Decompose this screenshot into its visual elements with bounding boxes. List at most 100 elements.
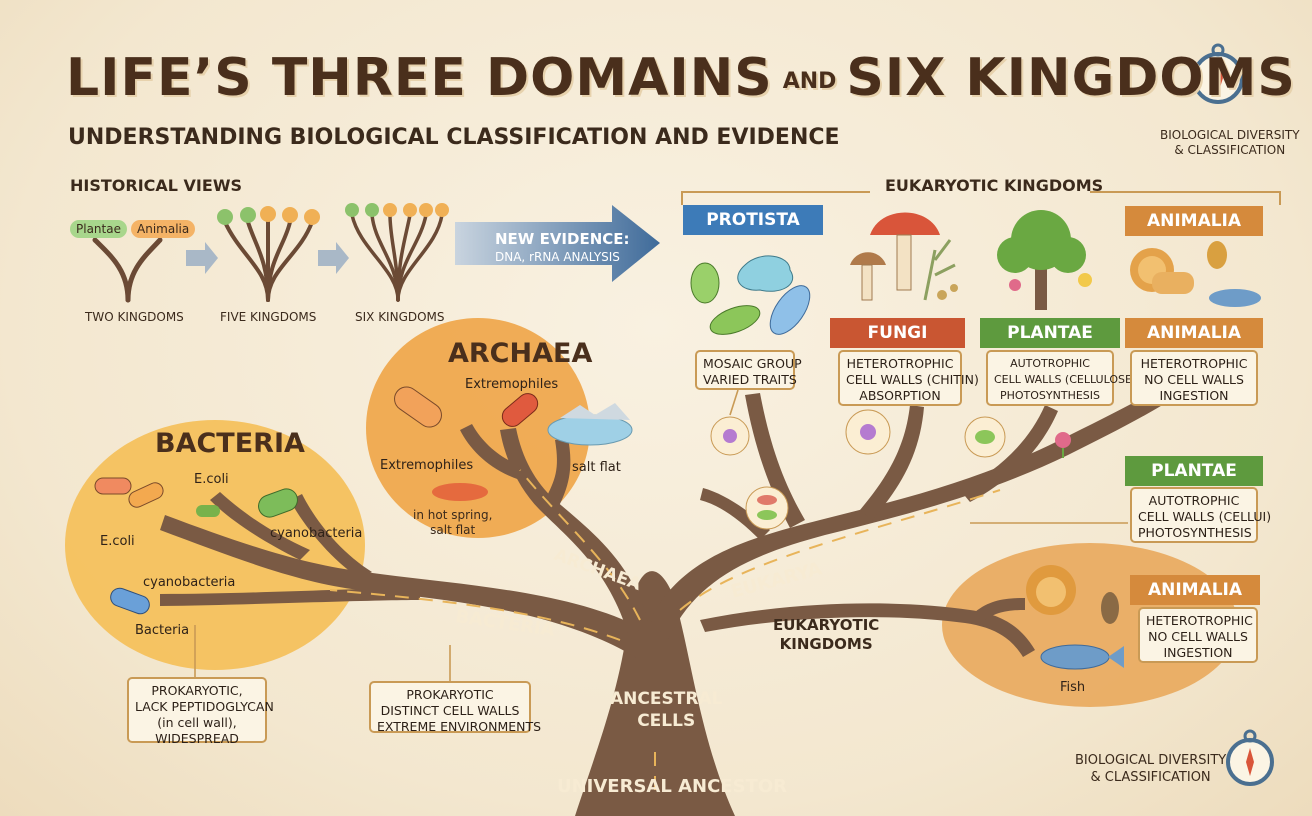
historical-heading: HISTORICAL VIEWS bbox=[70, 176, 242, 195]
ancestral-line2: CELLS bbox=[637, 711, 696, 731]
eukaryotic-line2: KINGDOMS bbox=[779, 635, 873, 653]
bacteria-title: BACTERIA bbox=[155, 428, 305, 459]
five-kingdoms-label: FIVE KINGDOMS bbox=[220, 310, 317, 324]
bacteria-trait-4: WIDESPREAD bbox=[155, 731, 239, 746]
archaea-microbes bbox=[394, 386, 633, 501]
plantae-banner: PLANTAE bbox=[980, 318, 1120, 348]
five-kingdoms-tree bbox=[223, 220, 314, 302]
compass-icon-bottom bbox=[1226, 729, 1274, 786]
ancestral-cells-label: ANCESTRAL CELLS bbox=[610, 688, 722, 732]
bacteria-label: Bacteria bbox=[135, 623, 190, 638]
protista-traits-box: MOSAIC GROUP VARIED TRAITS bbox=[695, 350, 802, 390]
plantae2-trait-3: PHOTOSYNTHESIS bbox=[1138, 525, 1252, 540]
animalia2-trait-1: HETEROTROPHIC bbox=[1146, 613, 1253, 628]
page-title: LIFE’S THREE DOMAINS AND SIX KINGDOMS bbox=[66, 48, 1296, 108]
badge-top-line2: & CLASSIFICATION bbox=[1174, 143, 1286, 157]
archaea-trait-3: EXTREME ENVIRONMENTS bbox=[377, 719, 542, 734]
tag-animalia: Animalia bbox=[131, 220, 196, 238]
fish-label: Fish bbox=[1060, 680, 1086, 695]
bacteria-traits-box: PROKARYOTIC, LACK PEPTIDOGLYCAN (in cell… bbox=[127, 677, 274, 746]
bacteria-cyano-left: cyanobacteria bbox=[143, 575, 236, 590]
new-evidence-arrow bbox=[455, 205, 660, 282]
hot-spring-line1: in hot spring, bbox=[413, 508, 493, 522]
bacteria-ecoli-left: E.coli bbox=[100, 534, 135, 549]
badge-bottom: BIOLOGICAL DIVERSITY & CLASSIFICATION bbox=[1075, 752, 1226, 786]
eukaryotic-line1: EUKARYOTIC bbox=[773, 616, 880, 634]
fungi-illustration bbox=[850, 212, 958, 301]
fungi-trait-1: HETEROTROPHIC bbox=[846, 356, 954, 371]
compass-icon bbox=[1192, 43, 1244, 104]
two-kingdoms-tree bbox=[92, 237, 163, 303]
two-kingdoms-label: TWO KINGDOMS bbox=[85, 310, 184, 324]
archaea-trait-2: DISTINCT CELL WALLS bbox=[380, 703, 520, 718]
title-part1: LIFE’S THREE DOMAINS bbox=[66, 48, 773, 108]
bacteria-trait-3: (in cell wall), bbox=[157, 715, 237, 730]
tag-plantae: Plantae bbox=[70, 220, 127, 238]
archaea-traits-box: PROKARYOTIC DISTINCT CELL WALLS EXTREME … bbox=[369, 681, 542, 734]
plantae-trait-2: CELL WALLS (CELLULOSE) bbox=[994, 373, 1137, 386]
eukaryotic-bracket bbox=[681, 191, 1281, 205]
animalia2-trait-3: INGESTION bbox=[1163, 645, 1233, 660]
animalia2-banner: ANIMALIA bbox=[1130, 575, 1260, 605]
plantae2-banner: PLANTAE bbox=[1125, 456, 1263, 486]
animal-illustration-top bbox=[1130, 241, 1261, 307]
archaea-salt-flat: salt flat bbox=[572, 460, 621, 475]
badge-bottom-line2: & CLASSIFICATION bbox=[1090, 770, 1211, 785]
bacteria-branch bbox=[160, 515, 645, 660]
bacteria-trait-1: PROKARYOTIC, bbox=[151, 683, 243, 698]
badge-bottom-line1: BIOLOGICAL DIVERSITY bbox=[1075, 753, 1227, 768]
plantae2-traits-box: AUTOTROPHIC CELL WALLS (CELLUI) PHOTOSYN… bbox=[1130, 487, 1272, 543]
history-arrow-1 bbox=[186, 242, 218, 274]
plantae-trait-3: PHOTOSYNTHESIS bbox=[999, 389, 1101, 402]
evidence-line1: NEW EVIDENCE: bbox=[495, 230, 630, 248]
animalia-banner: ANIMALIA bbox=[1125, 318, 1263, 348]
eukarya-branch bbox=[650, 380, 1182, 640]
archaea-branch bbox=[500, 428, 648, 640]
animalia2-trait-2: NO CELL WALLS bbox=[1148, 629, 1248, 644]
badge-top: BIOLOGICAL DIVERSITY & CLASSIFICATION bbox=[1160, 128, 1300, 158]
bacteria-trait-2: LACK PEPTIDOGLYCAN bbox=[135, 699, 274, 714]
title-part2: SIX KINGDOMS bbox=[846, 48, 1296, 108]
history-arrow-2 bbox=[318, 242, 349, 274]
fungi-trait-2: CELL WALLS (CHITIN) bbox=[846, 372, 979, 387]
archaea-hot-spring: in hot spring, salt flat bbox=[413, 508, 492, 538]
protista-trait-1: MOSAIC GROUP bbox=[703, 356, 802, 371]
animalia-trait-3: INGESTION bbox=[1159, 388, 1229, 403]
bacteria-cyano-right: cyanobacteria bbox=[270, 526, 363, 541]
archaea-extremophiles-left: Extremophiles bbox=[380, 458, 474, 473]
badge-top-line1: BIOLOGICAL DIVERSITY bbox=[1160, 128, 1300, 142]
animal-illustration-bottom bbox=[1026, 565, 1124, 670]
eukaryotic-kingdoms-label: EUKARYOTIC KINGDOMS bbox=[773, 616, 879, 654]
universal-ancestor-label: UNIVERSAL ANCESTOR bbox=[557, 776, 788, 797]
archaea-trait-1: PROKARYOTIC bbox=[406, 687, 494, 702]
animalia-traits-box: HETEROTROPHIC NO CELL WALLS INGESTION bbox=[1130, 350, 1258, 406]
protista-microbes bbox=[690, 255, 1006, 530]
protista-trait-2: VARIED TRAITS bbox=[703, 372, 797, 387]
hot-spring-line2: salt flat bbox=[430, 523, 476, 537]
animalia2-traits-box: HETEROTROPHIC NO CELL WALLS INGESTION bbox=[1138, 607, 1258, 663]
ancestral-line1: ANCESTRAL bbox=[610, 689, 723, 709]
bacteria-ecoli-top: E.coli bbox=[194, 472, 229, 487]
plantae-trait-1: AUTOTROPHIC bbox=[1010, 357, 1090, 370]
plantae2-trait-2: CELL WALLS (CELLUI) bbox=[1138, 509, 1272, 524]
archaea-extremophiles-top: Extremophiles bbox=[465, 377, 559, 392]
title-and: AND bbox=[782, 68, 837, 94]
tree-trunk bbox=[575, 571, 735, 816]
plantae2-trait-1: AUTOTROPHIC bbox=[1148, 493, 1240, 508]
page-subtitle: UNDERSTANDING BIOLOGICAL CLASSIFICATION … bbox=[68, 125, 840, 150]
animalia-top-banner: ANIMALIA bbox=[1125, 206, 1263, 236]
eukaryotic-heading: EUKARYOTIC KINGDOMS bbox=[885, 176, 1104, 195]
six-kingdoms-tree bbox=[350, 213, 444, 302]
six-kingdoms-label: SIX KINGDOMS bbox=[355, 310, 445, 324]
evidence-line2: DNA, rRNA ANALYSIS bbox=[495, 250, 620, 264]
plantae-traits-box: AUTOTROPHIC CELL WALLS (CELLULOSE) PHOTO… bbox=[986, 350, 1137, 406]
protista-banner: PROTISTA bbox=[683, 205, 823, 235]
archaea-title: ARCHAEA bbox=[448, 338, 593, 369]
bacteria-microbes bbox=[94, 477, 298, 615]
fungi-banner: FUNGI bbox=[830, 318, 965, 348]
plant-illustration bbox=[997, 210, 1092, 458]
animalia-trait-2: NO CELL WALLS bbox=[1144, 372, 1244, 387]
fungi-traits-box: HETEROTROPHIC CELL WALLS (CHITIN) ABSORP… bbox=[838, 350, 979, 406]
